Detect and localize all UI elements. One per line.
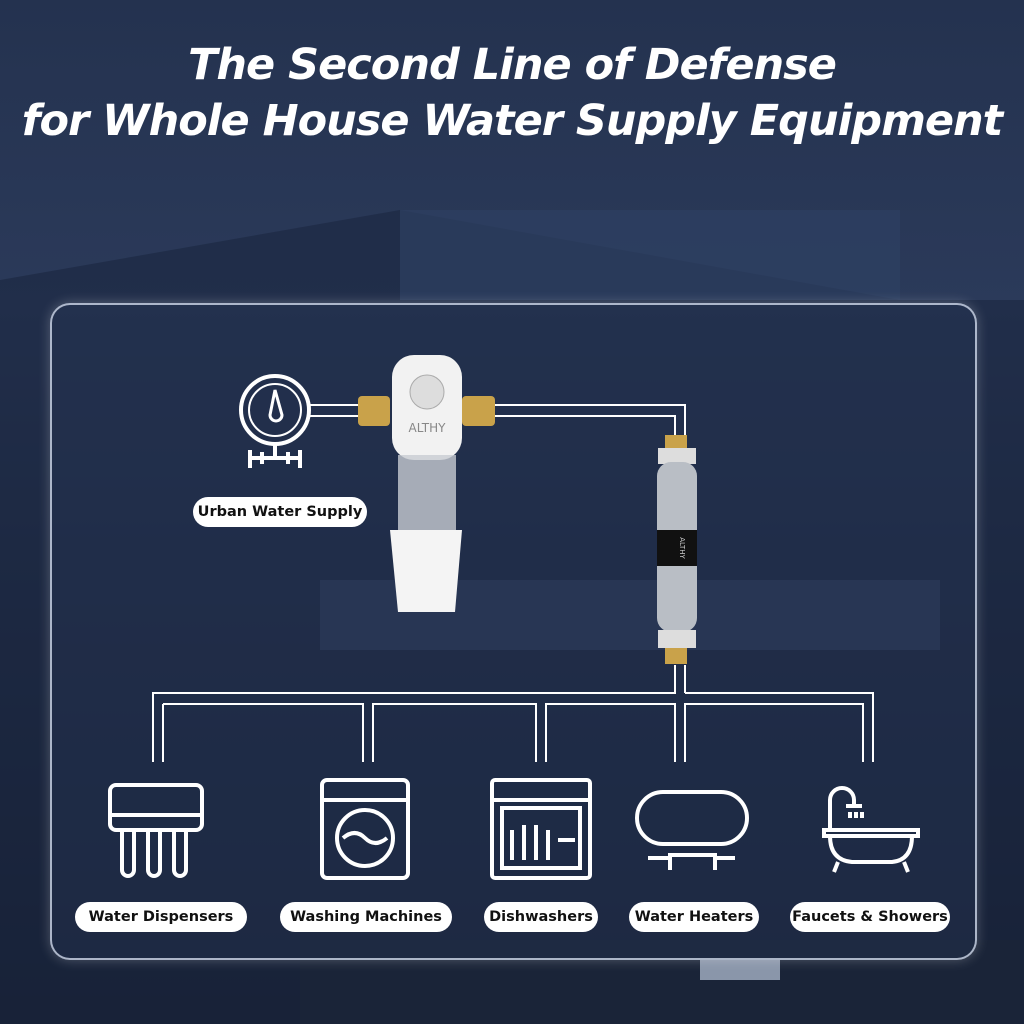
dishwasher-icon: [490, 778, 592, 880]
outlet-label-dishwashers: Dishwashers: [484, 902, 598, 932]
washing-machine-icon: [320, 778, 410, 880]
urban-water-supply-label: Urban Water Supply: [193, 497, 367, 527]
headline-line-1: The Second Line of Defense: [188, 40, 837, 90]
softener-brand: ALTHY: [678, 537, 686, 559]
outlet-label-faucets-showers: Faucets & Showers: [790, 902, 950, 932]
sediment-filter: ALTHY: [358, 355, 495, 612]
scale-inhibitor: ALTHY: [657, 435, 697, 664]
outlet-label-washing-machines: Washing Machines: [280, 902, 452, 932]
bathtub-shower-icon: [822, 786, 920, 873]
pipes: [152, 404, 874, 762]
filter-brand: ALTHY: [409, 421, 447, 435]
pressure-gauge-icon: [239, 374, 311, 468]
headline-line-2: for Whole House Water Supply Equipment: [21, 96, 1003, 146]
outlet-label-water-dispensers: Water Dispensers: [75, 902, 247, 932]
outlet-label-water-heaters: Water Heaters: [629, 902, 759, 932]
water-dispenser-icon: [108, 783, 204, 878]
water-heater-icon: [635, 790, 749, 870]
